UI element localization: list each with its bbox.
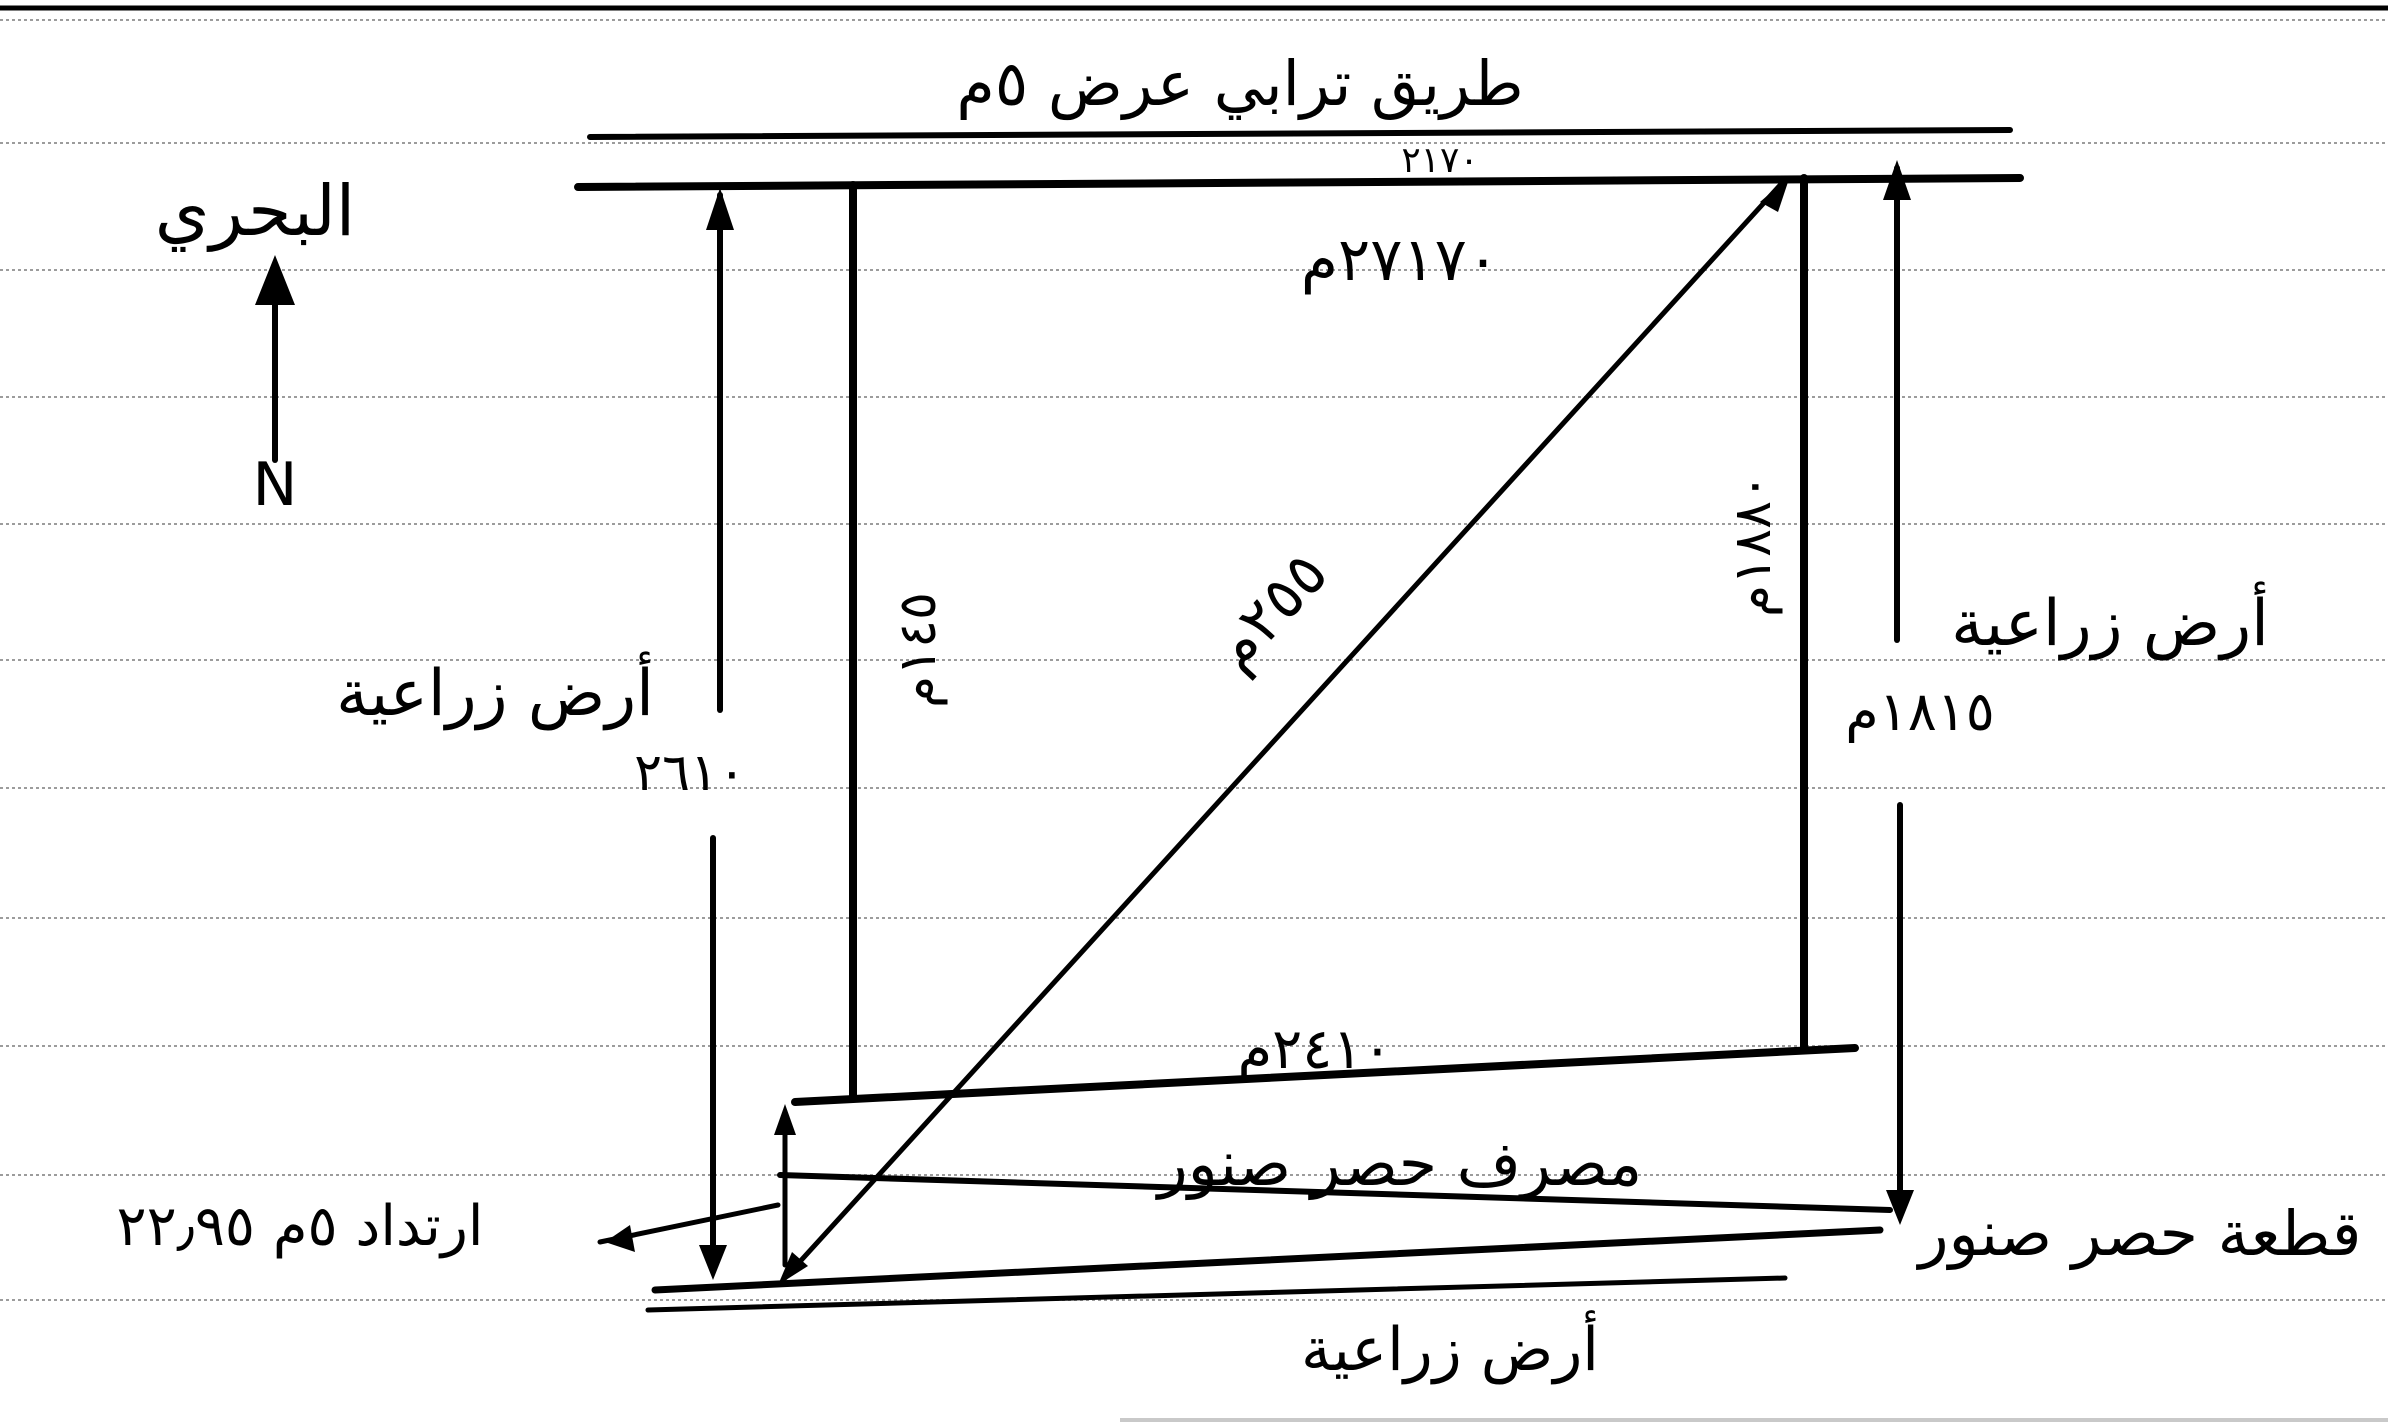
right-dimension-arrow bbox=[1883, 160, 1914, 1225]
ruled-lines bbox=[0, 19, 2388, 1301]
canal-label: مصرف حصر صنور bbox=[1155, 1127, 1643, 1200]
top-road-lines bbox=[574, 127, 2024, 191]
small-top-note: ٢١٧٠ bbox=[1401, 140, 1478, 181]
parcel-outline bbox=[791, 174, 1859, 1106]
top-road-label: طريق ترابي عرض ٥م bbox=[956, 47, 1523, 120]
bottom-neighbor-label: أرض زراعية bbox=[1301, 1310, 1599, 1385]
canal-lines bbox=[645, 1172, 1893, 1313]
right-length-label: ١٨١٥م bbox=[1845, 680, 1994, 743]
left-bottom-note: ارتداد ٥م ٢٢٫٩٥ bbox=[117, 1194, 484, 1259]
left-length-label: ٢٦١٠ bbox=[634, 743, 746, 803]
right-inner-label: ١٨٨٠م bbox=[1723, 473, 1783, 617]
setback-horizontal-arrow bbox=[597, 1202, 781, 1252]
diagonal-arrowhead-top bbox=[1760, 176, 1790, 212]
right-neighbor-label: أرض زراعية bbox=[1951, 581, 2269, 661]
north-arrow-icon bbox=[255, 255, 295, 463]
diagonal-arrowhead-bottom bbox=[778, 1252, 808, 1285]
inner-left-length-label: ١٤٥م bbox=[888, 592, 948, 708]
left-neighbor-label: أرض زراعية bbox=[336, 651, 654, 731]
diagonal-line bbox=[782, 180, 1785, 1281]
setback-arrow bbox=[774, 1104, 796, 1268]
left-dimension-arrow bbox=[699, 188, 734, 1280]
north-mark: N bbox=[253, 450, 298, 520]
right-bottom-label: قطعة حصر صنور bbox=[1916, 1197, 2362, 1270]
diagonal-label: ٢٥٥م bbox=[1199, 539, 1341, 685]
north-label: البحري bbox=[155, 170, 356, 252]
top-width-label: ٢٧١٧٠م bbox=[1301, 225, 1499, 295]
bottom-width-label: ٢٤١٠م bbox=[1238, 1017, 1393, 1082]
